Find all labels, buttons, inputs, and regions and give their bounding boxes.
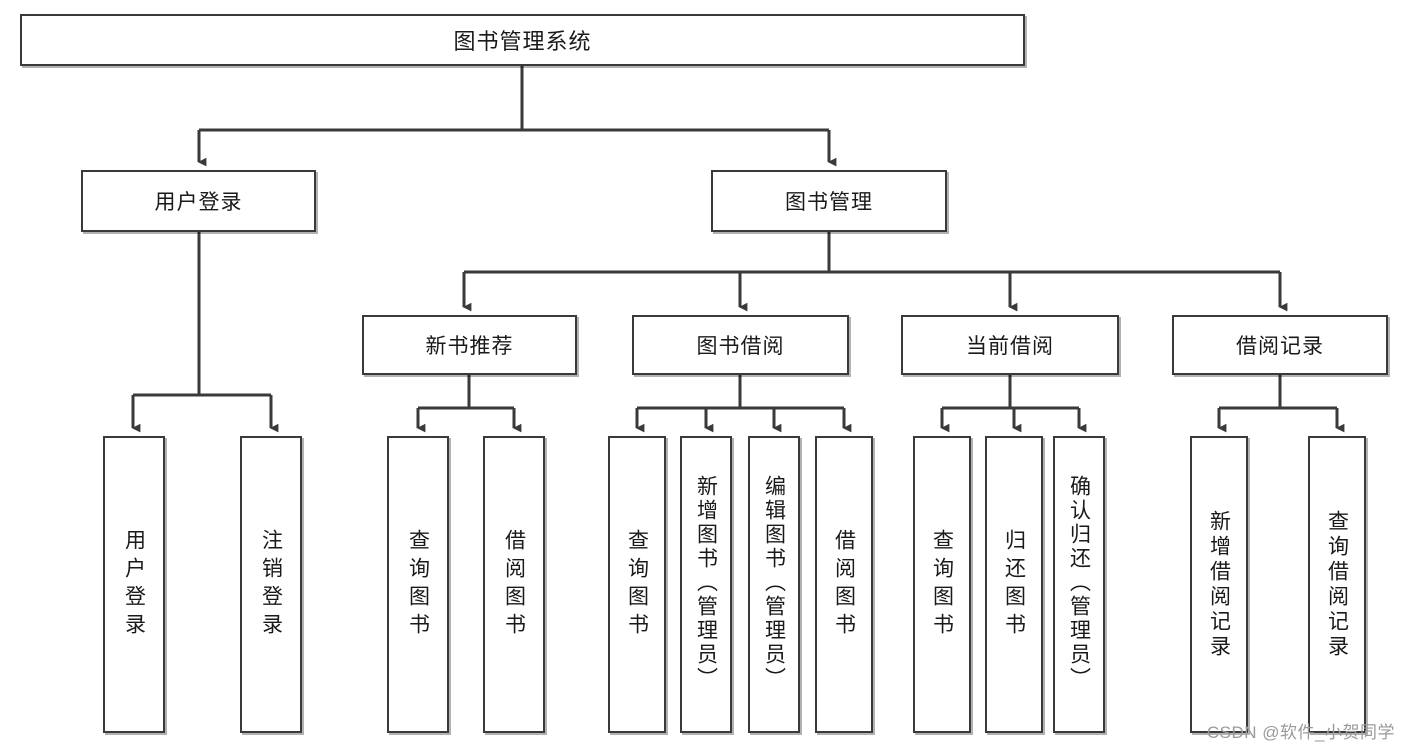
leaf-query-book-3[interactable]: 查询图书 bbox=[913, 436, 971, 733]
leaf-add-book-admin[interactable]: 新增图书（管理员） bbox=[680, 436, 732, 733]
node-label: 查询图书 bbox=[406, 528, 430, 641]
node-label: 借阅记录 bbox=[1236, 335, 1324, 358]
node-new-book-recommend[interactable]: 新书推荐 bbox=[362, 315, 577, 375]
node-book-management-system[interactable]: 图书管理系统 bbox=[20, 14, 1025, 66]
node-label: 确认归还（管理员） bbox=[1067, 474, 1091, 691]
node-label: 查询图书 bbox=[930, 528, 954, 641]
leaf-edit-book-admin[interactable]: 编辑图书（管理员） bbox=[748, 436, 800, 733]
node-book-manage[interactable]: 图书管理 bbox=[711, 170, 947, 232]
node-current-borrow[interactable]: 当前借阅 bbox=[901, 315, 1119, 375]
leaf-borrow-book-2[interactable]: 借阅图书 bbox=[815, 436, 873, 733]
node-label: 新增图书（管理员） bbox=[694, 474, 718, 691]
node-label: 用户登录 bbox=[122, 528, 146, 641]
node-label: 归还图书 bbox=[1002, 528, 1026, 641]
node-borrow-record[interactable]: 借阅记录 bbox=[1172, 315, 1388, 375]
node-label: 图书管理 bbox=[785, 191, 873, 214]
leaf-borrow-book-1[interactable]: 借阅图书 bbox=[483, 436, 545, 733]
node-label: 查询借阅记录 bbox=[1325, 509, 1349, 660]
node-user-login[interactable]: 用户登录 bbox=[81, 170, 316, 232]
node-label: 当前借阅 bbox=[966, 335, 1054, 358]
leaf-query-book-2[interactable]: 查询图书 bbox=[608, 436, 666, 733]
node-label: 查询图书 bbox=[625, 528, 649, 641]
node-label: 图书借阅 bbox=[696, 335, 785, 358]
node-label: 用户登录 bbox=[154, 191, 243, 214]
leaf-confirm-return[interactable]: 确认归还（管理员） bbox=[1053, 436, 1105, 733]
leaf-query-borrow-record[interactable]: 查询借阅记录 bbox=[1308, 436, 1366, 733]
csdn-watermark: CSDN @软件_小贺同学 bbox=[1206, 723, 1395, 742]
leaf-query-book-1[interactable]: 查询图书 bbox=[387, 436, 449, 733]
leaf-return-book[interactable]: 归还图书 bbox=[985, 436, 1043, 733]
node-label: 新增借阅记录 bbox=[1207, 509, 1231, 660]
node-label: 注销登录 bbox=[259, 528, 283, 641]
node-book-borrow[interactable]: 图书借阅 bbox=[632, 315, 849, 375]
node-label: 借阅图书 bbox=[502, 528, 526, 641]
node-label: 编辑图书（管理员） bbox=[762, 474, 786, 691]
node-label: 新书推荐 bbox=[425, 335, 514, 358]
node-label: 借阅图书 bbox=[832, 528, 856, 641]
leaf-add-borrow-record[interactable]: 新增借阅记录 bbox=[1190, 436, 1248, 733]
node-label: 图书管理系统 bbox=[453, 29, 592, 54]
leaf-logout-login[interactable]: 注销登录 bbox=[240, 436, 302, 733]
leaf-user-login[interactable]: 用户登录 bbox=[103, 436, 165, 733]
